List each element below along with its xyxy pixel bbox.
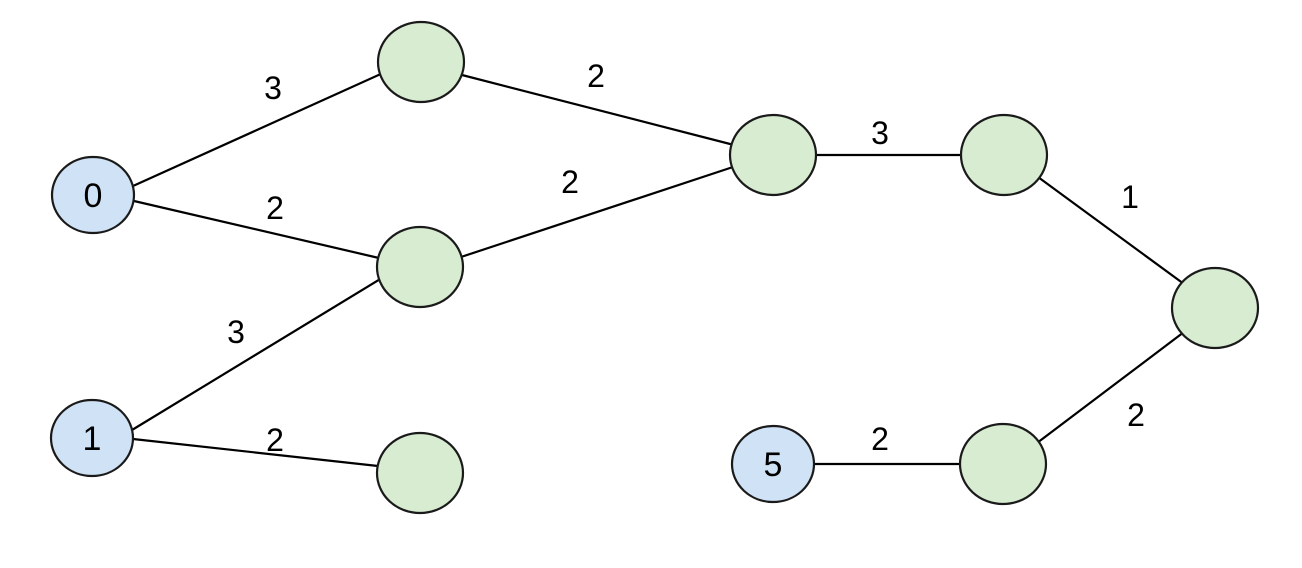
- graph-node[interactable]: [959, 113, 1049, 197]
- node-circle[interactable]: [958, 422, 1048, 506]
- node-circle[interactable]: [376, 20, 466, 104]
- graph-node[interactable]: [728, 113, 818, 197]
- edge-weight-label: 2: [1127, 397, 1145, 433]
- node-label: 1: [83, 420, 102, 458]
- node-circle[interactable]: [50, 155, 136, 235]
- graph-node[interactable]: [376, 20, 466, 104]
- edge-weight-label: 2: [871, 421, 889, 457]
- node-circle[interactable]: [728, 113, 818, 197]
- graph-node[interactable]: [1170, 266, 1260, 350]
- edges-layer: [130, 71, 1186, 468]
- graph-node[interactable]: [375, 431, 465, 515]
- graph-edge: [132, 199, 381, 260]
- node-circle[interactable]: [375, 431, 465, 515]
- node-label: 0: [84, 177, 103, 215]
- graph-edge: [131, 71, 385, 188]
- graph-edge: [130, 276, 384, 432]
- graph-edge: [131, 437, 380, 468]
- node-circle[interactable]: [1170, 266, 1260, 350]
- node-circle[interactable]: [730, 424, 816, 504]
- edge-weight-label: 2: [266, 190, 284, 226]
- graph-edge: [1035, 330, 1186, 445]
- graph-node[interactable]: [375, 225, 465, 309]
- graph-edge: [459, 165, 735, 259]
- graph-node-5[interactable]: 5: [730, 424, 816, 504]
- graph-node-1[interactable]: 1: [49, 398, 135, 478]
- node-circle[interactable]: [959, 113, 1049, 197]
- node-label: 5: [764, 446, 783, 484]
- edge-weight-label: 2: [266, 422, 284, 458]
- graph-node[interactable]: [958, 422, 1048, 506]
- edge-weight-label: 3: [227, 314, 245, 350]
- node-circle[interactable]: [375, 225, 465, 309]
- graph-edge: [1036, 175, 1186, 286]
- edge-weight-label: 3: [264, 70, 282, 106]
- graph-edge: [460, 73, 736, 147]
- edge-weight-label: 2: [561, 164, 579, 200]
- edge-labels-layer: 3 2 2 2 3 2 3 1 2 2: [227, 58, 1145, 458]
- edge-weight-label: 2: [587, 58, 605, 94]
- graph-node-0[interactable]: 0: [50, 155, 136, 235]
- node-circle[interactable]: [49, 398, 135, 478]
- nodes-layer: 0 1 5: [49, 20, 1260, 515]
- edge-weight-label: 3: [871, 115, 889, 151]
- edge-weight-label: 1: [1121, 179, 1139, 215]
